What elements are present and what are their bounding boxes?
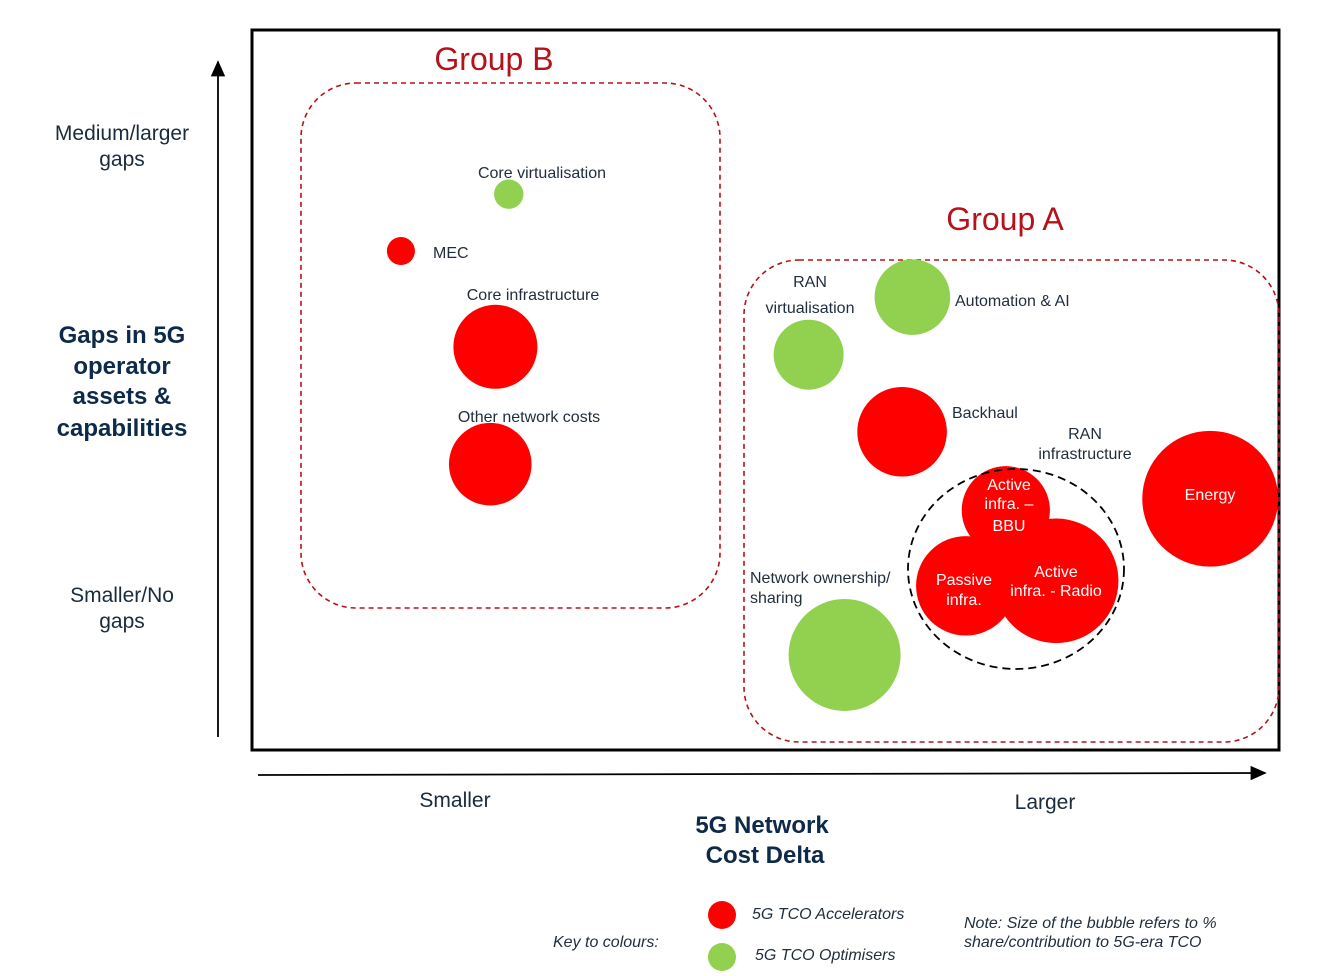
legend-accelerator-swatch [708, 901, 736, 929]
legend: Key to colours: 5G TCO Accelerators 5G T… [553, 901, 904, 971]
bubble-ran-virtualisation [773, 319, 844, 390]
bubble-other-network-costs [448, 422, 532, 506]
x-tick-right: Larger [1015, 791, 1076, 814]
x-axis-arrow [257, 765, 1267, 781]
bubble-core-virtualisation [494, 179, 524, 209]
label-ran-virtualisation-2: virtualisation [766, 300, 855, 317]
label-other-network-costs: Other network costs [458, 409, 600, 426]
label-ran-virtualisation-1: RAN [793, 274, 827, 291]
group-b-title: Group B [434, 41, 553, 77]
label-radio-1: Active [1034, 564, 1078, 581]
legend-optimisers-label: 5G TCO Optimisers [755, 947, 895, 964]
label-radio-2: infra. - Radio [1010, 583, 1102, 600]
y-tick-bottom-1: Smaller/No [70, 584, 174, 607]
bubble-network-ownership-sharing [788, 598, 901, 711]
bubble-energy [1142, 430, 1279, 567]
note-line-1: Note: Size of the bubble refers to % [964, 915, 1217, 932]
label-bbu-3: BBU [993, 518, 1026, 535]
label-backhaul: Backhaul [952, 405, 1018, 422]
ran-infrastructure-boundary [907, 468, 1125, 670]
x-tick-left: Smaller [419, 789, 490, 812]
label-core-infrastructure: Core infrastructure [467, 287, 600, 304]
label-bbu-2: infra. – [985, 496, 1034, 513]
group-a-boundary [743, 259, 1280, 743]
legend-key-label: Key to colours: [553, 934, 659, 951]
y-title-3: assets & [73, 383, 172, 410]
bubble-automation-ai [874, 259, 951, 335]
legend-optimiser-swatch [708, 943, 736, 971]
y-tick-top-1: Medium/larger [55, 122, 189, 145]
bubbles-layer [386, 179, 1279, 711]
y-title-1: Gaps in 5G [59, 322, 186, 349]
x-title-1: 5G Network [695, 812, 829, 839]
x-title-2: Cost Delta [706, 842, 825, 869]
label-passive-1: Passive [936, 572, 992, 589]
label-network-ownership-1: Network ownership/ [750, 570, 891, 587]
group-a-title: Group A [946, 201, 1064, 237]
label-mec: MEC [433, 245, 469, 262]
y-title-2: operator [73, 353, 170, 380]
bubble-core-infrastructure [453, 304, 538, 389]
label-ran-infrastructure-1: RAN [1068, 426, 1102, 443]
plot-frame [250, 28, 1281, 752]
group-b-boundary [300, 82, 721, 609]
label-energy: Energy [1185, 487, 1236, 504]
label-ran-infrastructure-2: infrastructure [1038, 446, 1131, 463]
legend-accelerators-label: 5G TCO Accelerators [752, 906, 904, 923]
bubble-backhaul [857, 386, 947, 477]
bubble-mec [386, 237, 415, 266]
label-automation-ai: Automation & AI [955, 293, 1070, 310]
label-network-ownership-2: sharing [750, 590, 802, 607]
bubble-active-infra-radio [993, 518, 1119, 644]
y-tick-bottom-2: gaps [99, 610, 145, 633]
y-tick-top-2: gaps [99, 148, 145, 171]
y-title-4: capabilities [57, 415, 188, 442]
label-bbu-1: Active [987, 477, 1031, 494]
bubble-passive-infra [916, 536, 1016, 636]
note-line-2: share/contribution to 5G-era TCO [964, 934, 1201, 951]
label-passive-2: infra. [946, 592, 982, 609]
label-core-virtualisation: Core virtualisation [478, 165, 606, 182]
